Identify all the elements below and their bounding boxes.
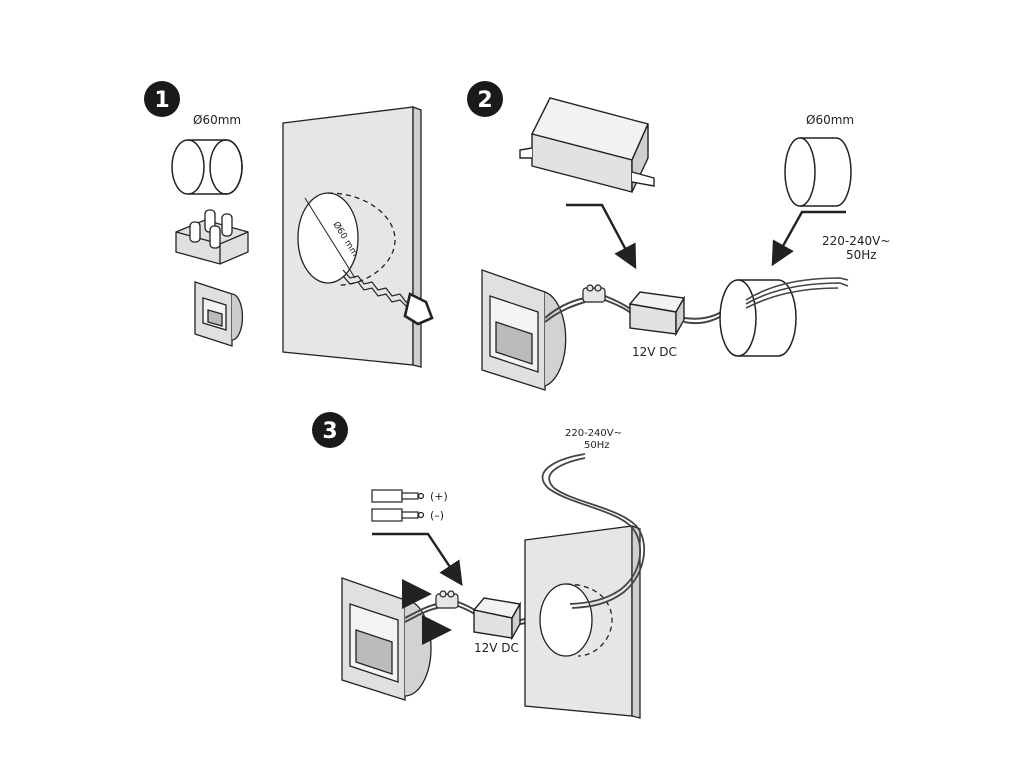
- step-3-ac-voltage-line1: 220-240V~: [565, 428, 622, 439]
- mounting-box-icon: [171, 139, 243, 195]
- mounting-box-icon-2: [784, 137, 852, 207]
- hole-saw-icon: [342, 269, 434, 326]
- ac-cable-step2: [745, 277, 849, 309]
- step-1-number: 1: [154, 88, 169, 113]
- led-fixture-step2: [481, 269, 567, 391]
- step-3: 3 220-240V~ 50Hz (+) (–): [312, 412, 646, 719]
- driver-box-step3: [472, 597, 522, 641]
- step-3-ac-voltage-line2: 50Hz: [584, 440, 610, 451]
- step-1-badge: [144, 81, 180, 117]
- minus-label: (–): [430, 509, 444, 522]
- plus-terminal-icon: [371, 489, 425, 503]
- step-2-dc-label: 12V DC: [632, 345, 677, 359]
- pointer-arrow-step3: [372, 532, 463, 586]
- pointer-arrow-ps: [566, 203, 637, 270]
- led-fixture-step3: [341, 577, 432, 701]
- terminal-connector-step2: [582, 284, 606, 303]
- ac-cable-step3: [541, 453, 646, 609]
- wall-panel: [282, 106, 422, 368]
- mounting-box-step2: [719, 279, 797, 357]
- step-2-ac-voltage-line1: 220-240V~: [822, 234, 890, 248]
- power-supply-icon: [519, 97, 655, 193]
- plus-label: (+): [430, 490, 448, 503]
- step-3-badge: [312, 412, 348, 448]
- led-fixture-icon: [194, 281, 244, 347]
- step-1-diameter-label: Ø60mm: [193, 113, 241, 127]
- step-2-badge: [467, 81, 503, 117]
- step-2-number: 2: [477, 88, 492, 113]
- step-3-number: 3: [322, 419, 337, 444]
- minus-terminal-icon: [371, 508, 425, 522]
- wall-panel-step3: [524, 525, 641, 719]
- step-2-ac-voltage-line2: 50Hz: [846, 248, 877, 262]
- driver-box-step2: [628, 291, 686, 337]
- step-2-diameter-label: Ø60mm: [806, 113, 854, 127]
- pointer-arrow-ac: [771, 210, 846, 267]
- terminal-connector-step3: [435, 590, 459, 609]
- step-2: 2 Ø60mm 220-240V~ 50Hz: [467, 81, 890, 391]
- step-1: 1 Ø60mm: [144, 81, 434, 368]
- step-3-dc-label: 12V DC: [474, 641, 519, 655]
- terminal-block-icon: [175, 209, 249, 265]
